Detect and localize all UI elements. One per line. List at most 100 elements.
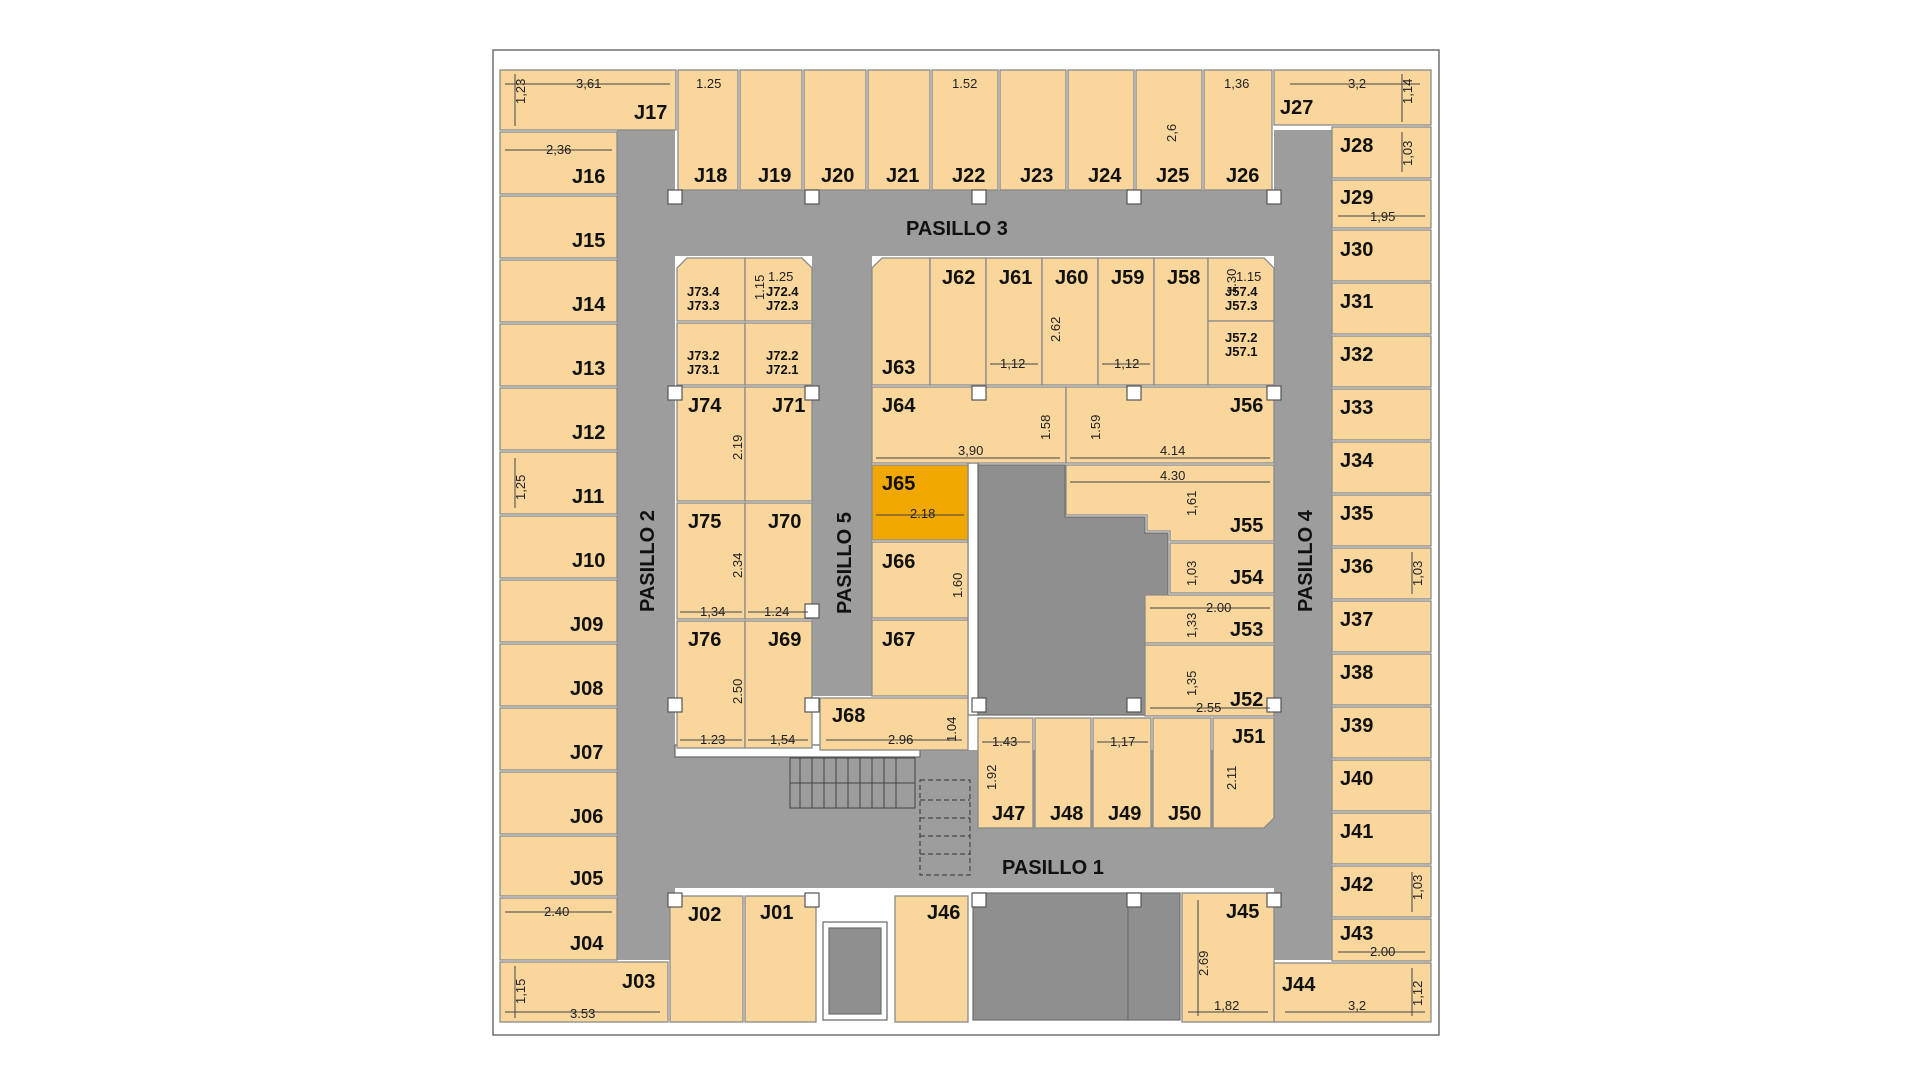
unit-j63[interactable]	[871, 257, 931, 386]
label-j74: J74	[688, 395, 722, 417]
unit-j72-lower[interactable]	[744, 322, 813, 386]
svg-text:1,12: 1,12	[1114, 356, 1139, 371]
unit-j37[interactable]	[1331, 600, 1432, 653]
unit-j36[interactable]	[1331, 547, 1432, 600]
unit-j21[interactable]	[867, 69, 931, 191]
unit-j30[interactable]	[1331, 229, 1432, 282]
unit-j38[interactable]	[1331, 653, 1432, 706]
unit-j57-upper[interactable]	[1207, 257, 1275, 322]
unit-j74[interactable]	[676, 386, 746, 502]
unit-j15[interactable]	[499, 195, 618, 259]
unit-j57-lower[interactable]	[1207, 320, 1275, 386]
unit-j22[interactable]	[931, 69, 999, 191]
label-j49: J49	[1108, 803, 1141, 825]
unit-j64[interactable]	[871, 386, 1067, 464]
unit-j07[interactable]	[499, 707, 618, 771]
unit-j47[interactable]	[977, 717, 1034, 829]
unit-j42[interactable]	[1331, 865, 1432, 918]
unit-j18[interactable]	[677, 69, 739, 191]
unit-j20[interactable]	[803, 69, 867, 191]
label-j38: J38	[1340, 662, 1373, 684]
svg-text:2.34: 2.34	[730, 553, 745, 578]
unit-j10[interactable]	[499, 515, 618, 579]
column-marker	[971, 892, 987, 908]
svg-text:1,61: 1,61	[1184, 491, 1199, 516]
unit-j05[interactable]	[499, 835, 618, 897]
unit-j23[interactable]	[999, 69, 1067, 191]
label-j44: J44	[1282, 974, 1316, 996]
unit-j71[interactable]	[744, 386, 813, 502]
unit-j55[interactable]	[1065, 464, 1275, 542]
unit-j09[interactable]	[499, 579, 618, 643]
unit-j19[interactable]	[739, 69, 803, 191]
unit-j45[interactable]	[1181, 892, 1275, 1023]
label-j13: J13	[572, 358, 605, 380]
unit-j52[interactable]	[1144, 644, 1275, 717]
unit-j46[interactable]	[894, 895, 969, 1023]
svg-text:1,54: 1,54	[770, 732, 795, 747]
unit-j32[interactable]	[1331, 335, 1432, 388]
unit-j73-upper[interactable]	[676, 257, 746, 322]
unit-j13[interactable]	[499, 323, 618, 387]
unit-j04[interactable]	[499, 897, 618, 961]
unit-j33[interactable]	[1331, 388, 1432, 441]
label-j18: J18	[694, 165, 727, 187]
unit-j29[interactable]	[1331, 179, 1432, 229]
label-j733: J73.3	[687, 298, 720, 313]
unit-j08[interactable]	[499, 643, 618, 707]
unit-j34[interactable]	[1331, 441, 1432, 494]
unit-j73-lower[interactable]	[676, 322, 746, 386]
corridor-p4-band	[1274, 130, 1332, 960]
unit-j28[interactable]	[1331, 126, 1432, 179]
label-j20: J20	[821, 165, 854, 187]
labels-inner: J73.4 J73.3 J72.4 J72.3 J73.2 J73.1 J72.…	[687, 267, 1265, 825]
unit-j66[interactable]	[871, 541, 969, 619]
unit-j24[interactable]	[1067, 69, 1135, 191]
label-j08: J08	[570, 678, 603, 700]
unit-j69[interactable]	[744, 620, 813, 749]
label-j19: J19	[758, 165, 791, 187]
unit-j70[interactable]	[744, 502, 813, 620]
svg-text:2.50: 2.50	[730, 679, 745, 704]
unit-j49[interactable]	[1092, 717, 1152, 829]
unit-j17[interactable]	[499, 69, 677, 131]
unit-j48[interactable]	[1034, 717, 1092, 829]
unit-j27[interactable]	[1273, 69, 1432, 126]
unit-j39[interactable]	[1331, 706, 1432, 759]
unit-j54[interactable]	[1169, 542, 1275, 594]
unit-j53[interactable]	[1144, 594, 1275, 644]
svg-text:1,36: 1,36	[1224, 76, 1249, 91]
unit-j51[interactable]	[1212, 717, 1275, 829]
unit-j11[interactable]	[499, 451, 618, 515]
label-j11: J11	[572, 486, 604, 508]
unit-j25[interactable]	[1135, 69, 1203, 191]
unit-j16[interactable]	[499, 131, 618, 195]
unit-j14[interactable]	[499, 259, 618, 323]
unit-j76[interactable]	[676, 620, 746, 749]
stair-lower	[919, 779, 971, 876]
unit-j67[interactable]	[871, 619, 969, 697]
svg-text:2.00: 2.00	[1370, 944, 1395, 959]
label-j17: J17	[634, 102, 667, 124]
unit-j68[interactable]	[819, 697, 969, 751]
unit-j41[interactable]	[1331, 812, 1432, 865]
unit-j50[interactable]	[1152, 717, 1212, 829]
unit-j58[interactable]	[1153, 257, 1209, 386]
unit-j35[interactable]	[1331, 494, 1432, 547]
unit-j01[interactable]	[744, 895, 817, 1023]
svg-text:1,03: 1,03	[1400, 141, 1415, 166]
unit-j12[interactable]	[499, 387, 618, 451]
unit-j56[interactable]	[1065, 386, 1275, 464]
label-j16: J16	[572, 166, 605, 188]
unit-j02[interactable]	[669, 895, 744, 1023]
unit-j26[interactable]	[1203, 69, 1273, 191]
unit-j40[interactable]	[1331, 759, 1432, 812]
unit-j06[interactable]	[499, 771, 618, 835]
white-strip-upper	[967, 462, 979, 716]
unit-j31[interactable]	[1331, 282, 1432, 335]
svg-text:1.04: 1.04	[944, 717, 959, 742]
unit-j60[interactable]	[1041, 257, 1099, 386]
unit-j43[interactable]	[1331, 918, 1432, 962]
unit-j72-upper[interactable]	[744, 257, 813, 322]
unit-j65[interactable]	[871, 464, 969, 541]
